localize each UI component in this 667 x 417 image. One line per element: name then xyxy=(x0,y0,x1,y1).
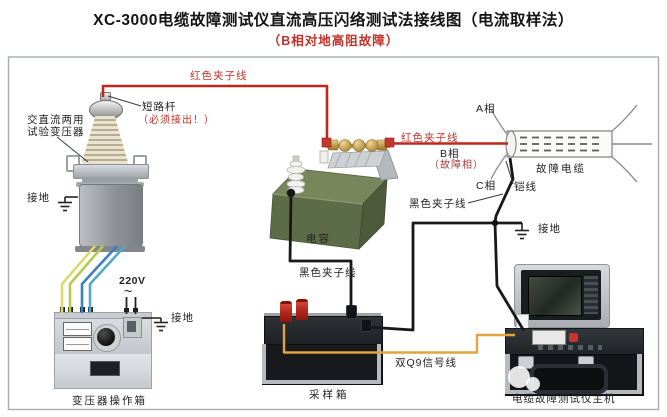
ground-label-cable: 接地 xyxy=(538,223,561,235)
trim xyxy=(377,344,381,383)
cable-phase-arcs xyxy=(490,104,638,183)
tank-base xyxy=(75,246,145,252)
transformer-name-line1: 交直流两用 xyxy=(27,114,85,126)
operation-box-label: 变压器操作箱 xyxy=(72,395,147,407)
page-subtitle: （B相对地高阻故障） xyxy=(267,34,400,48)
panel-meter xyxy=(63,322,92,336)
voltage-label: 220V xyxy=(119,275,146,287)
nameplate xyxy=(90,361,120,376)
panel-meter xyxy=(63,337,92,351)
trim xyxy=(262,380,381,384)
main-unit-panel xyxy=(505,328,644,356)
wire-junction xyxy=(491,219,499,227)
red-clip xyxy=(384,137,395,148)
diagram-frame xyxy=(7,56,660,411)
button-row xyxy=(538,345,602,350)
ground-label-transformer: 接地 xyxy=(27,192,50,204)
lid-vents xyxy=(584,276,598,314)
phase-b-note: （故障相） xyxy=(429,160,484,171)
watermark xyxy=(526,377,540,391)
red-binding-post xyxy=(296,299,308,320)
spark-gap xyxy=(319,139,399,181)
signal-wire-label: 双Q9信号线 xyxy=(395,357,458,369)
trim xyxy=(264,313,381,316)
trim xyxy=(262,344,266,383)
transformer-tank xyxy=(79,184,143,250)
ac-symbol: ~ xyxy=(124,283,134,299)
ground-symbol-transformer xyxy=(58,196,78,212)
transformer-name-label: 交直流两用 试验变压器 xyxy=(27,114,85,138)
short-rod-note: （必须接出！） xyxy=(138,115,215,126)
transformer-collar xyxy=(82,177,138,185)
black-clip-wire-label-cable: 黑色夹子线 xyxy=(409,198,467,210)
transformer-output-wires xyxy=(60,245,126,313)
short-rod-label: 短路杆 xyxy=(142,101,177,113)
sampling-box-front xyxy=(262,344,383,385)
spark-gap-ball xyxy=(352,139,366,152)
black-clip-wire-label-capacitor: 黑色夹子线 xyxy=(299,267,357,279)
cable-core-dashes xyxy=(520,136,604,152)
faulty-cable-label: 故障电缆 xyxy=(536,163,586,175)
trim xyxy=(505,354,510,394)
spark-gap-ball xyxy=(365,139,379,152)
sampling-box-label: 采样箱 xyxy=(309,389,350,401)
pointer-lines xyxy=(56,95,514,204)
page-title: XC-3000电缆故障测试仪直流高压闪络测试法接线图（电流取样法） xyxy=(93,12,574,29)
spark-gap-plate-hatch xyxy=(334,151,372,168)
armor-wire-label: 铠线 xyxy=(514,181,537,193)
display-screen xyxy=(528,276,582,316)
capacitor-label: 电容 xyxy=(306,233,331,245)
black-clip-wire-capacitor xyxy=(286,188,353,312)
trim xyxy=(637,354,642,394)
watermark xyxy=(508,366,530,388)
ground-label-operation-box: 接地 xyxy=(171,312,194,324)
main-unit-label: 电缆故障测试仪主机 xyxy=(512,393,616,405)
ground-symbol-cable xyxy=(515,223,529,240)
red-clip xyxy=(321,137,332,148)
mains-leads xyxy=(125,297,137,314)
signal-wire xyxy=(282,324,515,354)
phase-c-label: C相 xyxy=(476,180,497,192)
phase-a-label: A相 xyxy=(476,103,496,115)
red-clip-wire-label-top: 红色夹子线 xyxy=(190,70,248,82)
voltage-knob xyxy=(97,328,115,346)
black-binding-post xyxy=(361,319,372,332)
spark-gap-ball xyxy=(338,139,352,152)
faulty-cable-graphic xyxy=(490,104,652,183)
red-binding-post xyxy=(280,301,292,322)
case-handle xyxy=(530,364,608,394)
ground-symbol-operation-box xyxy=(142,317,168,332)
power-button xyxy=(569,333,578,342)
red-clip-wire-transformer xyxy=(101,84,329,140)
panel-label-plate xyxy=(532,330,566,345)
black-clip-wire-cable xyxy=(366,157,526,332)
transformer-name-line2: 试验变压器 xyxy=(27,125,85,138)
mains-socket-inner xyxy=(127,321,136,332)
phase-b-label: B相 xyxy=(440,148,460,160)
red-clip-wire-label-right: 红色夹子线 xyxy=(401,132,459,144)
